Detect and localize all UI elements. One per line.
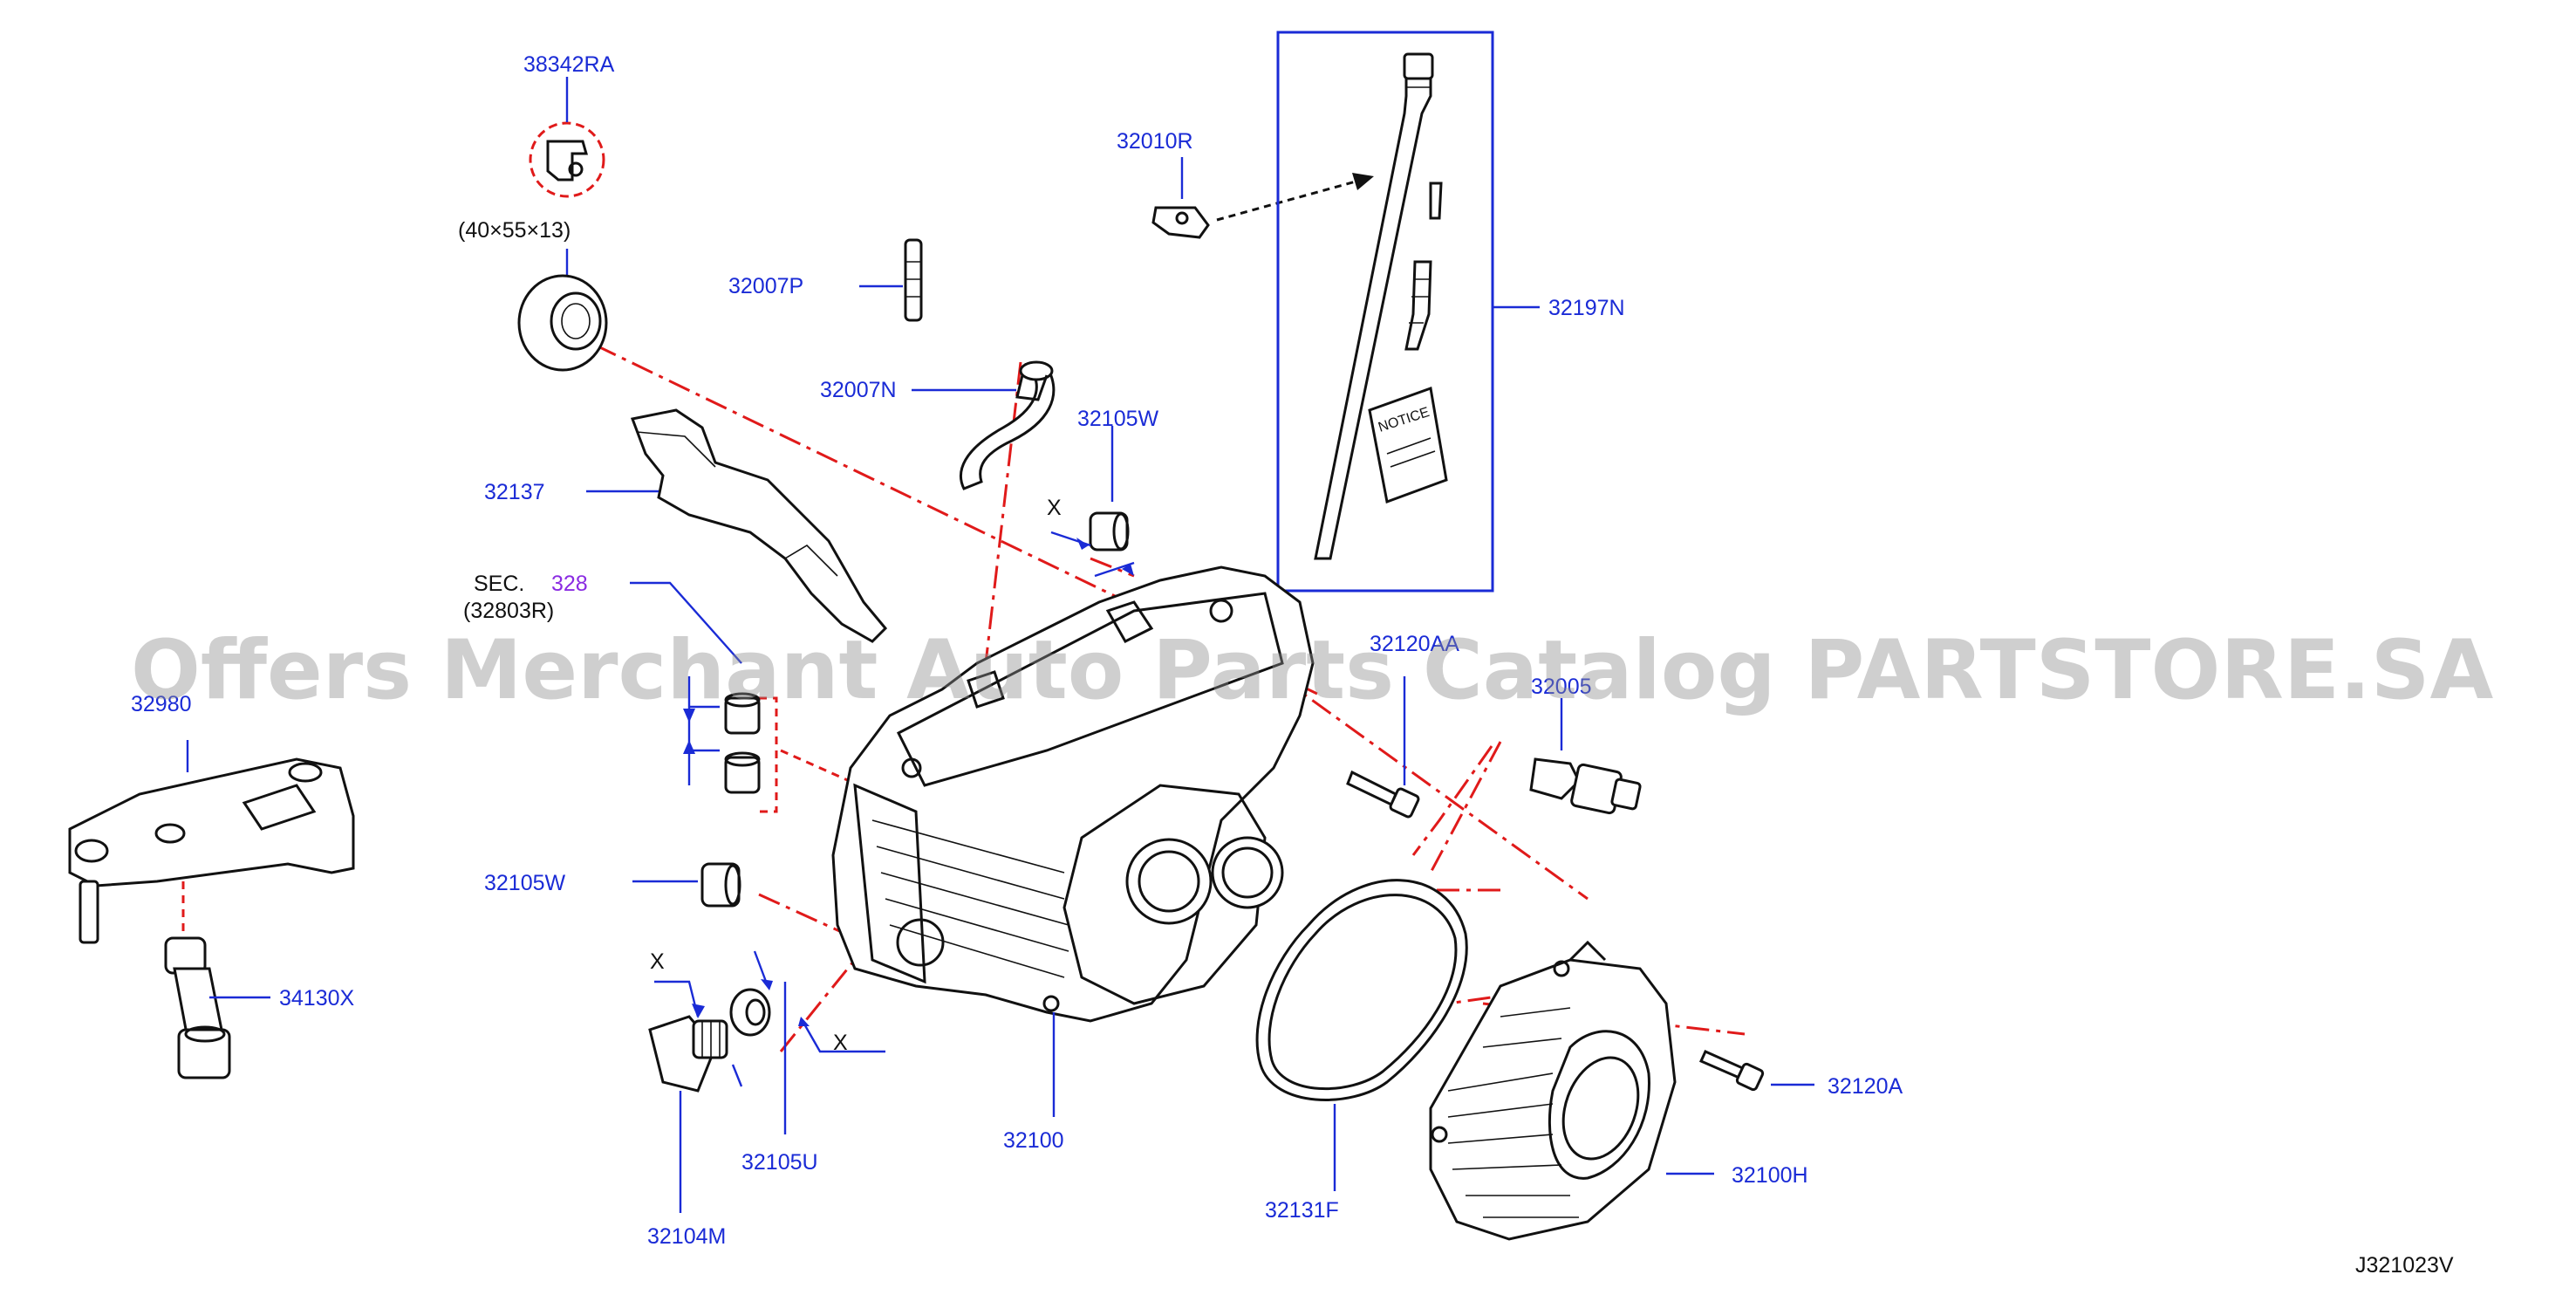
label-x-left: X <box>650 949 665 974</box>
figure-id: J321023V <box>2355 1253 2454 1278</box>
transmission-case-32100[interactable] <box>831 565 1315 1117</box>
lever-34130X[interactable] <box>164 936 270 1079</box>
label-32007P[interactable]: 32007P <box>728 274 803 298</box>
oil-seal-38342RA[interactable] <box>517 77 608 372</box>
label-sec-prefix: SEC. <box>474 572 524 596</box>
bushing-set-32803R[interactable] <box>630 581 761 794</box>
bolt-32120A[interactable] <box>1699 1050 1814 1092</box>
dipstick-kit-32197N[interactable]: NOTICE <box>1276 31 1540 593</box>
label-seal-size: (40×55×13) <box>458 218 571 243</box>
clip-32010R[interactable] <box>1151 157 1374 239</box>
bracket-32980[interactable] <box>68 740 355 944</box>
label-34130X[interactable]: 34130X <box>279 986 355 1011</box>
label-32104M[interactable]: 32104M <box>647 1224 726 1249</box>
label-x-bottom: X <box>833 1031 848 1055</box>
label-32105U[interactable]: 32105U <box>741 1150 818 1175</box>
watermark-text: Offers Merchant Auto Parts Catalog PARTS… <box>131 623 2493 718</box>
label-38342RA[interactable]: 38342RA <box>523 52 615 77</box>
breather-tube-32007N[interactable] <box>912 360 1056 490</box>
label-32120AA[interactable]: 32120AA <box>1370 632 1459 656</box>
extension-housing-32100H[interactable] <box>1429 940 1714 1241</box>
gasket-32131F[interactable] <box>1255 879 1468 1191</box>
guide-plate-32137[interactable] <box>586 408 888 643</box>
pin-32007P[interactable] <box>859 238 923 322</box>
label-sec-ref: (32803R) <box>463 599 554 623</box>
callout-labels: 38342RA (40×55×13) 32007P 32007N 32010R … <box>131 52 2454 1278</box>
bushing-32105W-top[interactable] <box>1050 426 1135 578</box>
label-32197N[interactable]: 32197N <box>1548 296 1625 320</box>
label-32120A[interactable]: 32120A <box>1828 1074 1903 1099</box>
label-32010R[interactable]: 32010R <box>1117 129 1193 154</box>
link-sec-328[interactable]: 328 <box>551 572 588 596</box>
label-32131F[interactable]: 32131F <box>1265 1198 1339 1223</box>
label-32100H[interactable]: 32100H <box>1732 1163 1808 1188</box>
label-32100[interactable]: 32100 <box>1003 1128 1064 1153</box>
label-x-top: X <box>1047 496 1062 520</box>
bolt-32120AA[interactable] <box>1346 676 1420 819</box>
label-32105W-left[interactable]: 32105W <box>484 871 566 895</box>
label-32137[interactable]: 32137 <box>484 480 545 504</box>
bushing-32105W-left[interactable] <box>632 862 741 908</box>
plug-32104M[interactable] <box>648 980 743 1213</box>
label-32980[interactable]: 32980 <box>131 692 192 716</box>
washer-32105U[interactable] <box>729 950 885 1134</box>
sensor-32005[interactable] <box>1411 698 1642 856</box>
label-32007N[interactable]: 32007N <box>820 378 897 402</box>
label-32105W-top[interactable]: 32105W <box>1077 407 1159 431</box>
label-32005[interactable]: 32005 <box>1531 675 1592 699</box>
